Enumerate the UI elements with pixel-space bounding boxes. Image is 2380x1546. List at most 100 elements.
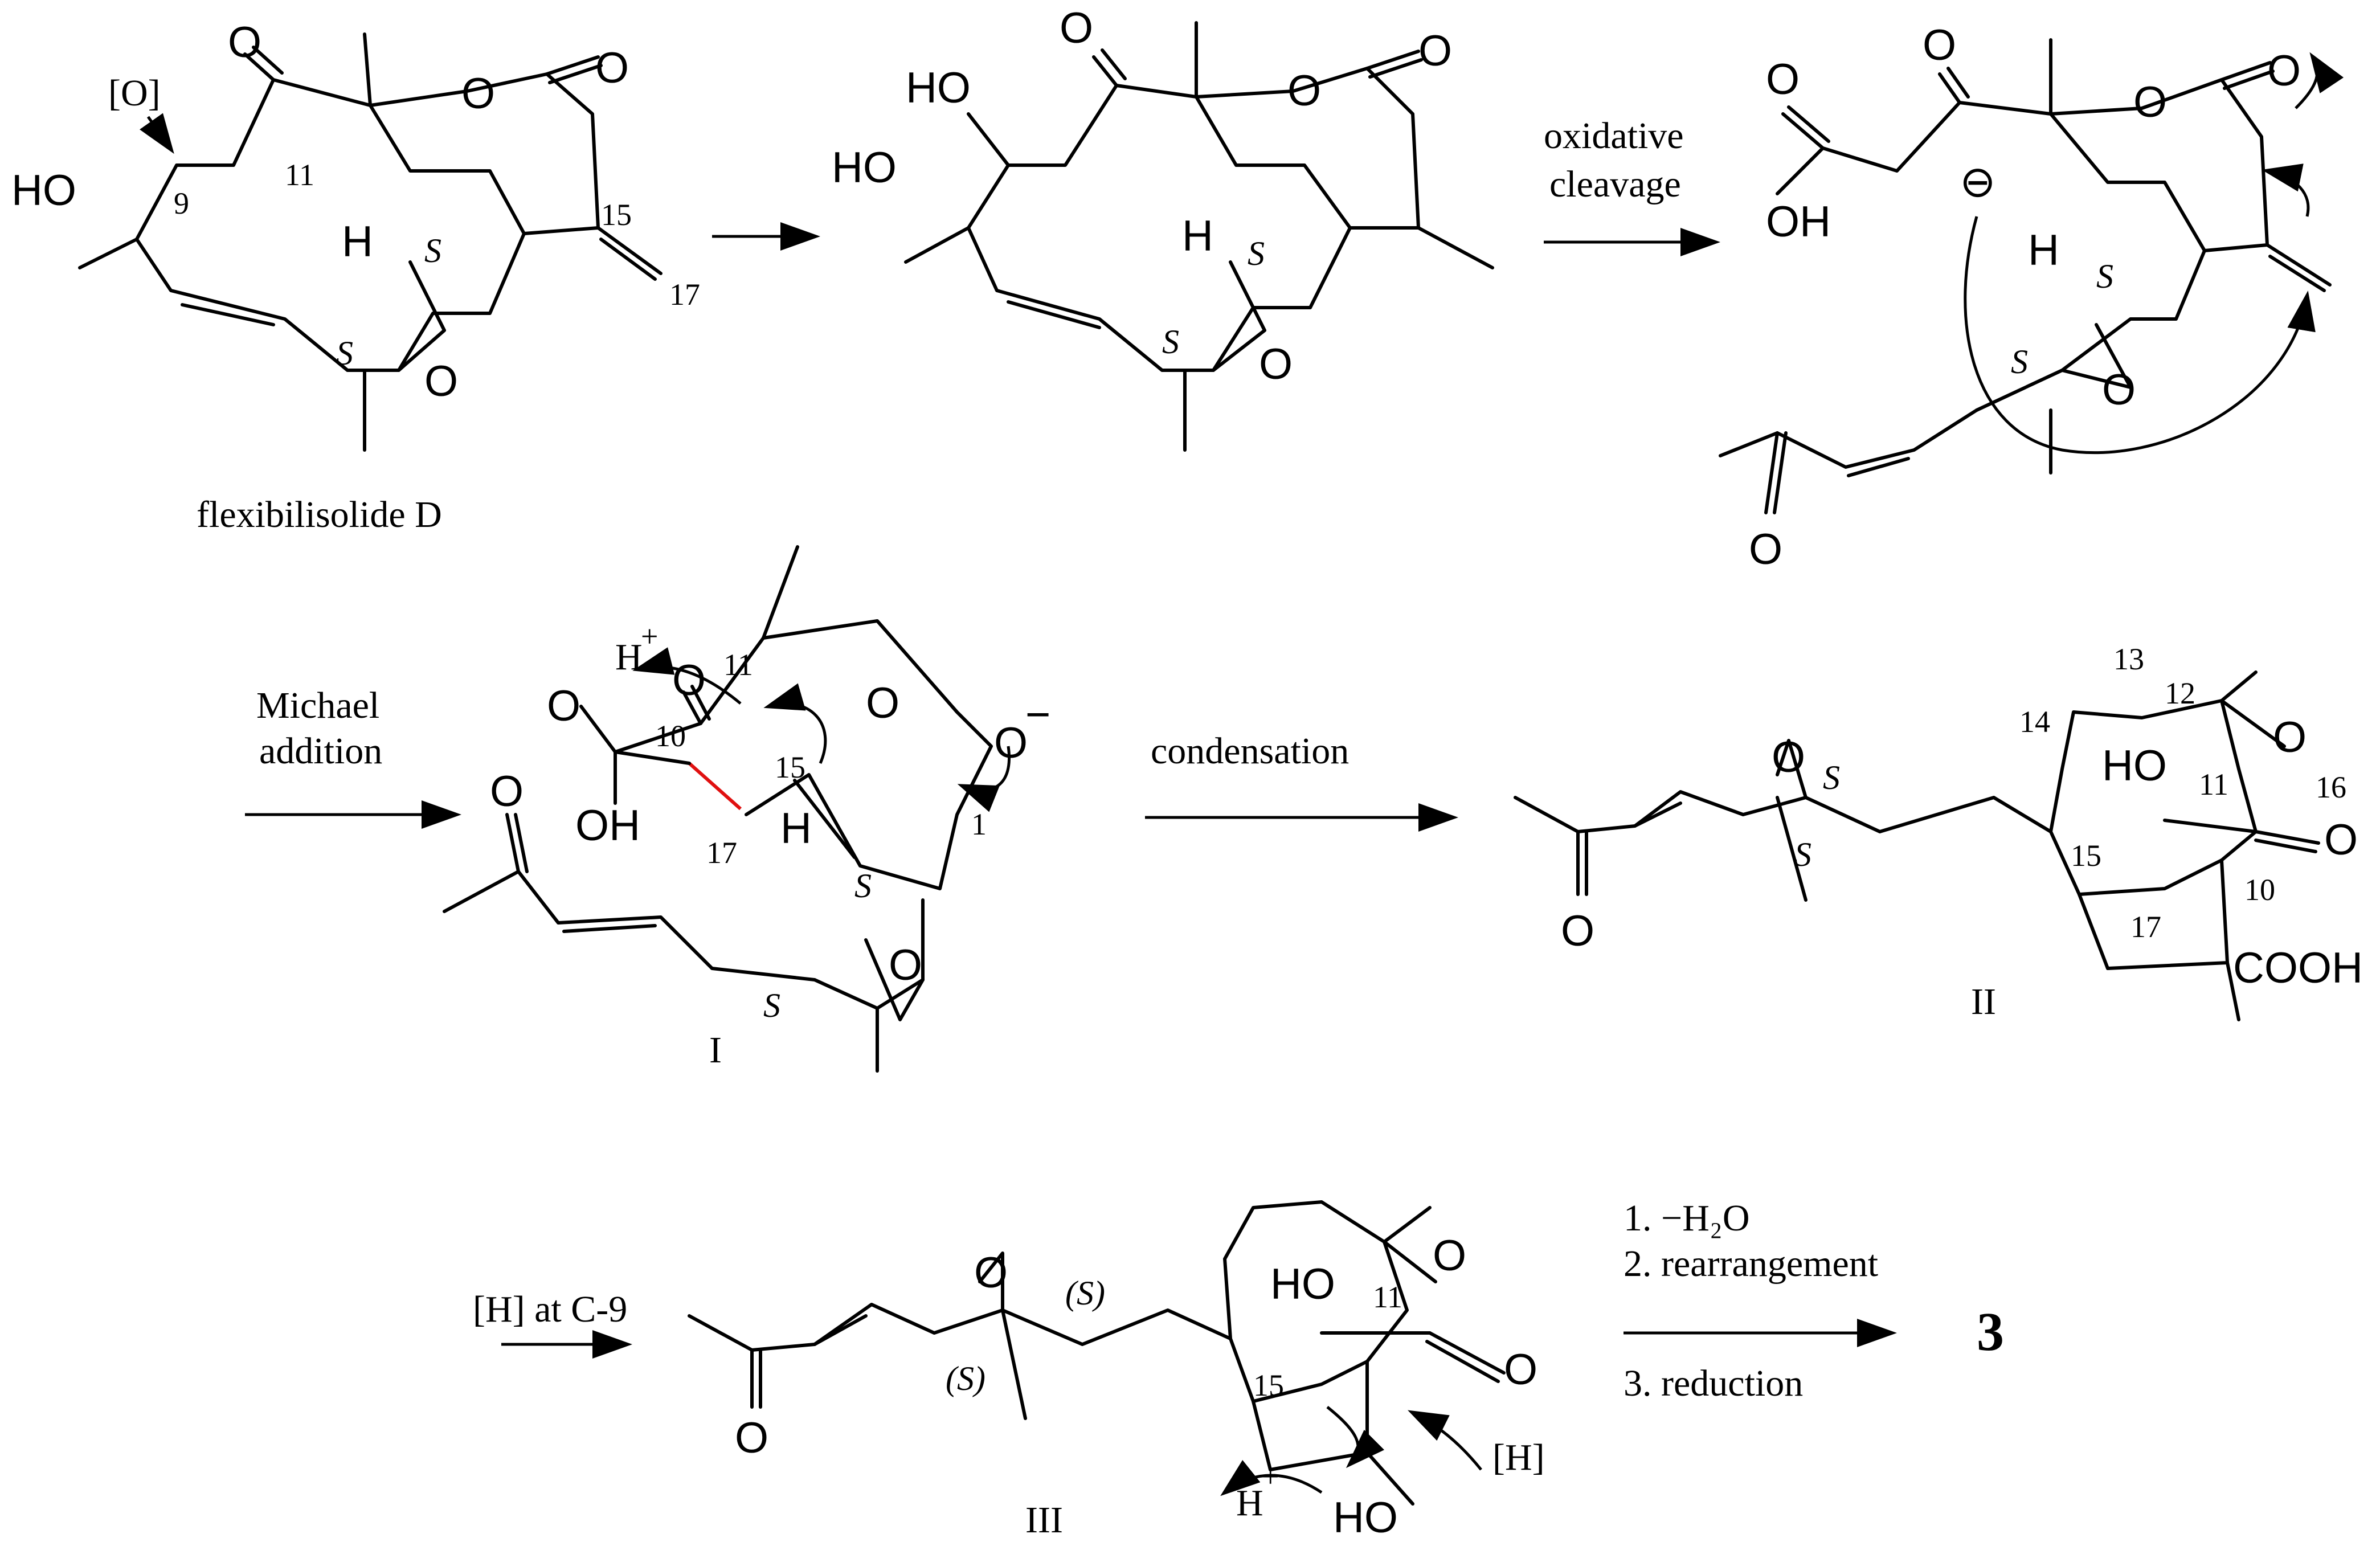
s-label-2a: S [1248,235,1265,272]
ho-label-1: HO [11,166,76,215]
s-label-ia: S [854,867,872,905]
o-ketone-3: O [1923,21,1956,69]
oh-acid-3: OH [1766,198,1831,246]
step3-label: 3. reduction [1624,1363,1803,1404]
intermediate-i-structure [443,545,1011,1073]
num-11-iii: 11 [1373,1280,1402,1314]
s-label-1b: S [336,334,353,372]
step2-label: 2. rearrangement [1624,1243,1878,1285]
flexibilisolide-d-structure [78,32,663,452]
o-acid-3a: O [1766,55,1800,104]
num-12-ii: 12 [2165,676,2195,710]
ho-label-ii: HO [2102,742,2167,790]
s-label-ib: S [763,987,780,1024]
proton-charge-iii: + [1262,1459,1279,1494]
o-enone-i: O [490,767,524,816]
num-11-i: 11 [723,648,753,682]
o-lactone-3: O [2133,78,2167,126]
num-10-i: 10 [655,719,686,753]
o-epoxide-iii: O [974,1249,1008,1297]
num-13-ii: 13 [2113,642,2144,676]
h-label-1: H [342,218,373,266]
label-ii: II [1971,981,1996,1023]
num-15: 15 [601,198,632,232]
enolate-charge-i: − [1025,690,1050,739]
condensation-label: condensation [1151,730,1349,772]
num-15-ii: 15 [2071,839,2101,873]
num-16-ii: 16 [2316,770,2346,804]
ho-label-iii: HO [1270,1260,1335,1308]
o-lactone-2: O [1287,67,1321,115]
o-enone-ii: O [1561,907,1594,955]
o-lactone-iii: O [1433,1232,1466,1280]
s-label-3a: S [2096,257,2113,295]
o-epoxide-2: O [1259,340,1293,388]
o-carbonyl-1: O [228,18,261,67]
s-label-iiia: (S) [1065,1274,1105,1312]
o-enone-3: O [1749,525,1782,574]
num-17: 17 [669,277,700,312]
o-lactone-carbonyl-iii: O [1504,1345,1537,1394]
o-ring-i: O [866,679,899,727]
s-label-iib: S [1794,836,1811,873]
label-i: I [709,1029,722,1071]
diol-intermediate-structure [904,21,1494,452]
h-label-i: H [780,804,812,853]
ho-label-2a: HO [906,64,971,112]
num-10-ii: 10 [2244,873,2275,907]
h-label-2: H [1182,212,1213,260]
o-lactone-1: O [461,69,495,118]
o-lactone-carbonyl-2: O [1418,27,1452,75]
o-epoxide-1: O [424,357,458,406]
proton-label-i: H [615,636,643,678]
o-enolate-i: O [994,719,1028,767]
ho-hydroxymethyl-iii: HO [1333,1494,1398,1542]
o-lactone-carbonyl-3: O [2267,47,2301,95]
oxidant-label: [O] [108,72,161,114]
o-lactone-carbonyl-1: O [595,44,629,92]
cooh-ii: COOH [2233,944,2363,992]
hydride-label-iii: [H] [1492,1437,1545,1478]
carbanion-3: ⊖ [1960,158,1996,206]
num-11: 11 [285,158,314,192]
o-epoxide-ii: O [1772,733,1805,782]
s-label-iia: S [1823,759,1840,796]
num-15-iii: 15 [1253,1368,1284,1402]
intermediate-ii-structure [1514,670,2320,1021]
o-lactone-ii: O [2273,713,2307,762]
o-carbonyl-2: O [1060,4,1093,52]
michael-label: Michael [256,685,379,726]
ho-label-2b: HO [832,144,897,192]
reduction-c9-label: [H] at C-9 [473,1289,627,1330]
s-label-1a: S [424,232,441,269]
intermediate-iii-structure [688,1200,1506,1506]
num-9: 9 [174,186,189,220]
num-15-i: 15 [775,750,805,784]
oh-acid-i: OH [575,801,640,850]
o-epoxide-i: O [889,941,922,989]
cleavage-label: cleavage [1549,163,1681,205]
s-label-iiib: (S) [946,1360,985,1397]
addition-label: addition [259,730,382,772]
num-17-i: 17 [706,836,737,870]
flexibilisolide-name: flexibilisolide D [197,494,442,535]
num-1-i: 1 [971,807,987,841]
step1-label: 1. −H₂O [1624,1197,1750,1239]
cleaved-intermediate-structure [1719,38,2344,514]
product-label: 3 [1977,1301,2004,1362]
s-label-3b: S [2011,343,2028,381]
o-lactone-carbonyl-ii: O [2324,816,2358,864]
o-acid-i: O [547,682,580,730]
proton-charge-i: + [641,619,658,653]
num-17-ii: 17 [2130,910,2161,944]
proton-label-iii: H [1236,1482,1263,1524]
num-14-ii: 14 [2019,705,2050,739]
o-enone-iii: O [735,1414,768,1462]
oxidative-label: oxidative [1544,115,1684,157]
num-11-ii: 11 [2199,767,2228,801]
h-label-3: H [2028,226,2059,275]
s-label-2b: S [1162,323,1179,361]
label-iii: III [1025,1499,1063,1541]
o-epoxide-3: O [2102,366,2136,414]
